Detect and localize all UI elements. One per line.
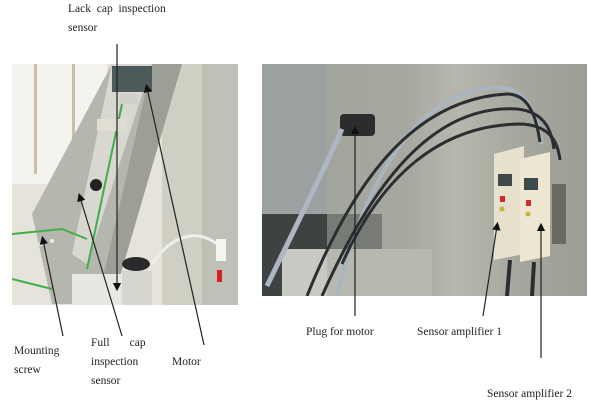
label-sensor-amplifier-1: Sensor amplifier 1 bbox=[417, 326, 502, 338]
label-lack-cap-inspection-sensor: Lack cap inspection sensor bbox=[68, 0, 166, 38]
label-mounting-screw: Mounting screw bbox=[14, 342, 59, 380]
label-sensor-amplifier-2: Sensor amplifier 2 bbox=[487, 388, 572, 400]
label-full-cap-inspection-sensor: Full cap inspection sensor bbox=[91, 334, 146, 391]
label-line: sensor bbox=[68, 22, 98, 34]
label-line: Mounting bbox=[14, 345, 60, 357]
label-line: sensor bbox=[91, 375, 121, 387]
sensor-amplifier-photo-illustration bbox=[262, 64, 587, 296]
label-line: inspection bbox=[91, 356, 139, 368]
label-line: Lack cap inspection bbox=[68, 3, 166, 15]
machine-photo-illustration bbox=[12, 64, 238, 305]
label-line: screw bbox=[14, 364, 41, 376]
label-plug-for-motor: Plug for motor bbox=[306, 326, 374, 338]
machine-photo bbox=[12, 64, 238, 305]
sensor-amplifier-photo bbox=[262, 64, 587, 296]
label-line: Full cap bbox=[91, 337, 146, 349]
label-motor: Motor bbox=[172, 356, 201, 368]
